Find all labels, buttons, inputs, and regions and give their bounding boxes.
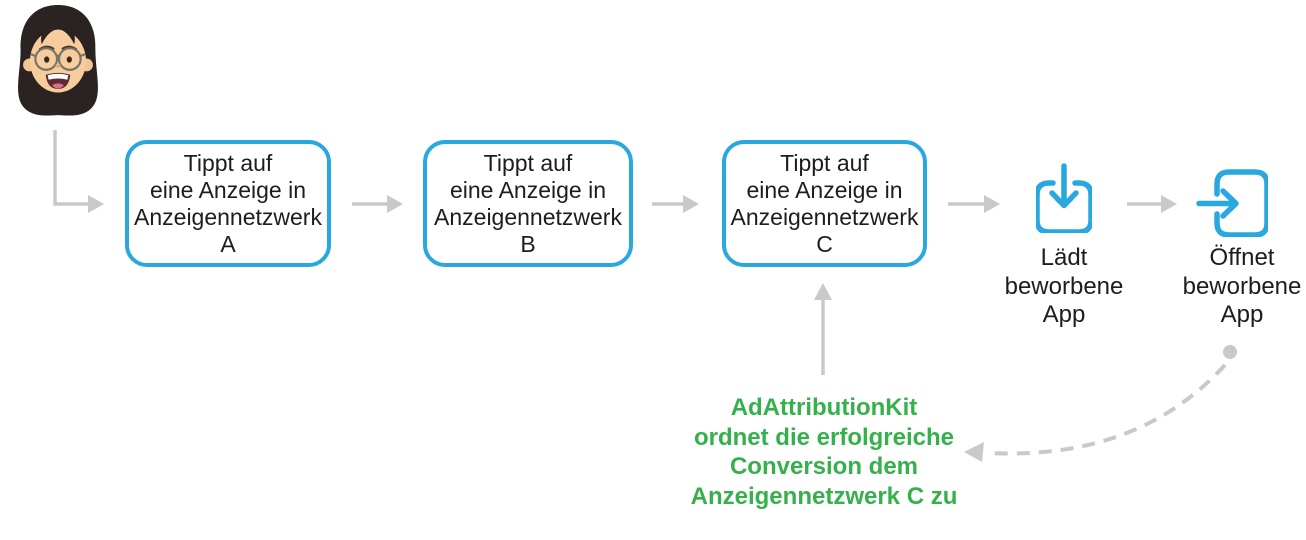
label-line: beworbene [1004, 272, 1124, 300]
step-text-line: Tippt auf [780, 149, 869, 176]
label-line: App [1042, 301, 1086, 328]
download-app-label: Lädt beworbene App [989, 244, 1139, 330]
step-text-line: Anzeigennetzwerk [434, 203, 622, 230]
elbow-arrow-user-to-network-a [53, 130, 104, 213]
attribution-up-arrow [814, 283, 832, 375]
flow-arrow-b-to-c [652, 195, 699, 213]
step-text-line: eine Anzeige in [746, 176, 903, 203]
user-memoji-icon [18, 4, 98, 116]
open-app-icon [1196, 169, 1270, 238]
step-box-ad-network-c: Tippt auf eine Anzeige in Anzeigennetzwe… [722, 140, 927, 267]
step-text-line: Anzeigennetzwerk [730, 203, 919, 230]
label-line: Öffnet [1209, 244, 1275, 271]
conversion-dashed-connector [964, 345, 1237, 462]
step-text-line: B [520, 230, 536, 257]
note-line: AdAttributionKit [730, 394, 918, 421]
label-line: Lädt [1040, 244, 1088, 271]
open-app-label: Öffnet beworbene App [1167, 244, 1306, 330]
download-app-icon [1034, 163, 1094, 235]
step-text-line: Tippt auf [483, 149, 573, 176]
user-memoji-avatar [8, 2, 108, 122]
step-box-ad-network-b: Tippt auf eine Anzeige in Anzeigennetzwe… [423, 140, 633, 267]
step-text-line: Anzeigennetzwerk [134, 203, 322, 230]
step-box-ad-network-a: Tippt auf eine Anzeige in Anzeigennetzwe… [125, 140, 331, 267]
note-line: Conversion dem [729, 453, 919, 480]
step-text-line: eine Anzeige in [449, 176, 606, 203]
note-line: Anzeigennetzwerk C zu [690, 482, 958, 510]
note-line: ordnet die erfolgreiche [693, 423, 955, 451]
flow-arrow-download-to-open [1127, 195, 1177, 213]
label-line: beworbene [1182, 272, 1302, 300]
label-line: App [1220, 301, 1264, 328]
connector-start-dot [1223, 345, 1237, 359]
step-text-line: C [816, 230, 833, 257]
flow-arrow-a-to-b [352, 195, 403, 213]
step-text-line: eine Anzeige in [149, 176, 306, 203]
attribution-note: AdAttributionKit ordnet die erfolgreiche… [664, 393, 984, 511]
step-text-line: Tippt auf [183, 149, 273, 176]
step-text-line: A [220, 230, 236, 257]
flow-arrow-c-to-download [948, 195, 1000, 213]
